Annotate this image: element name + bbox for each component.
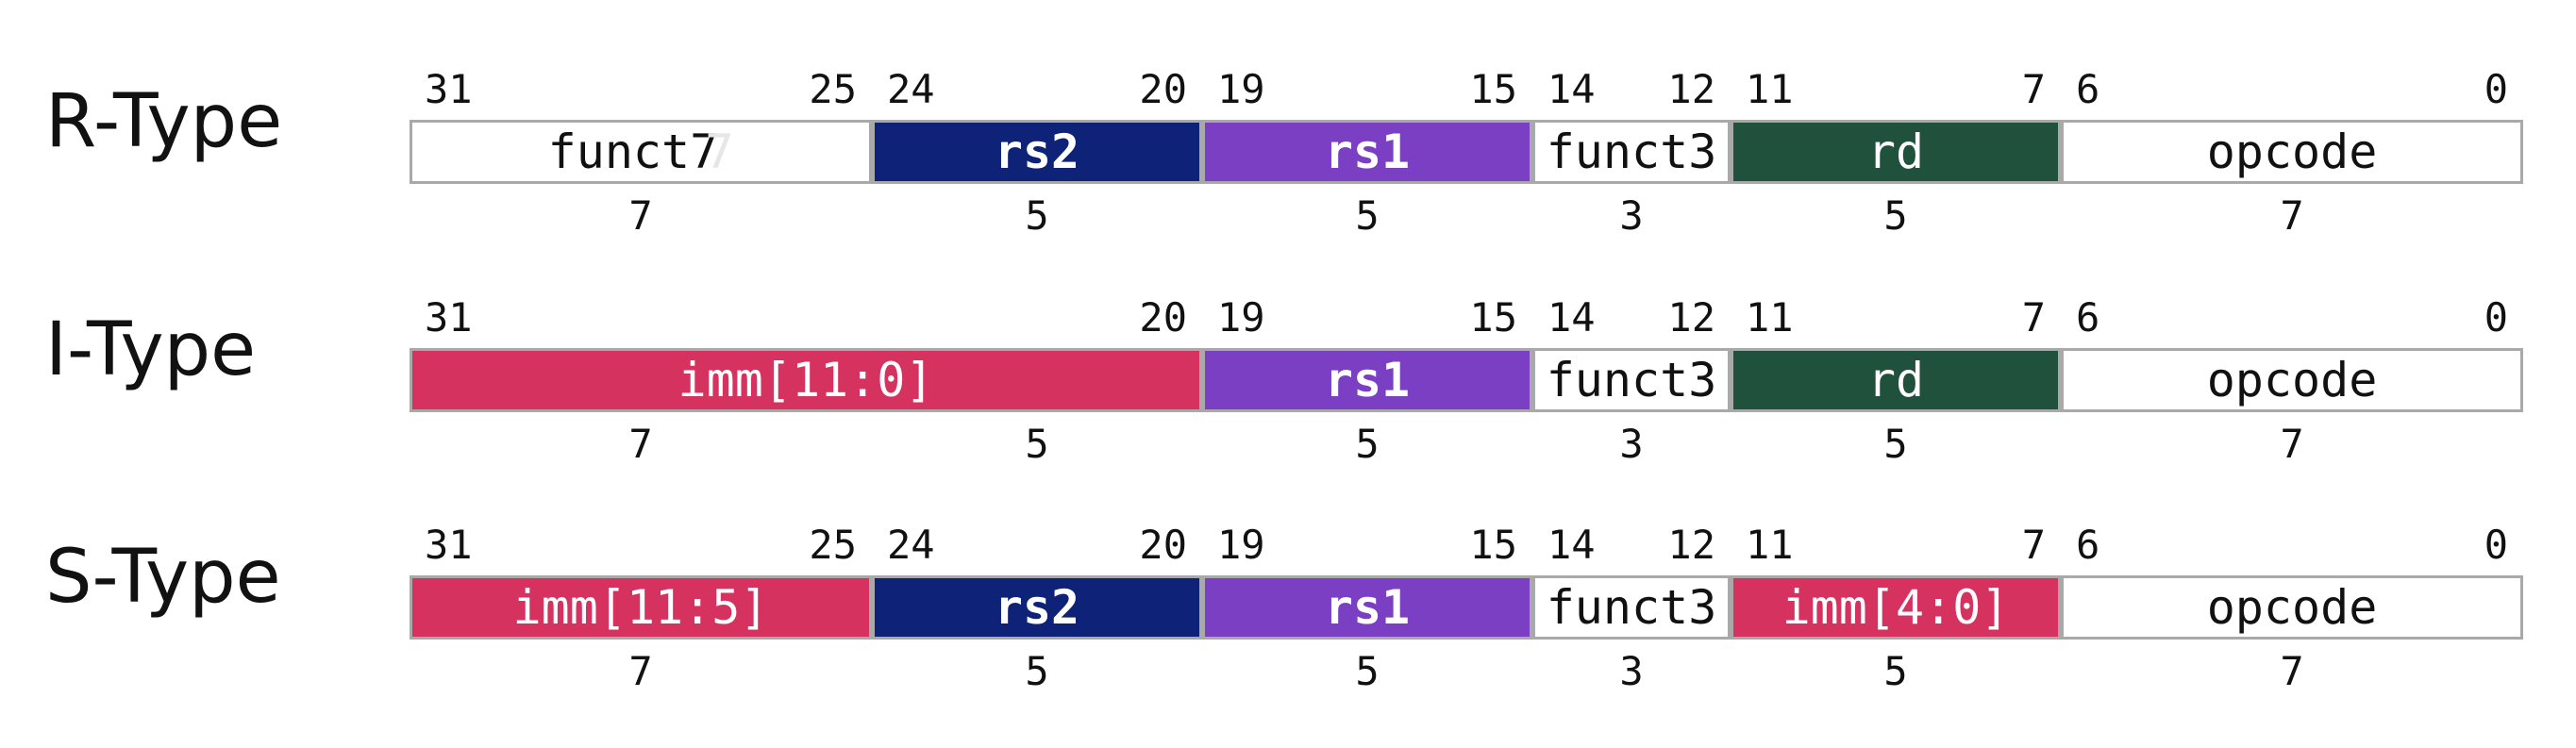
bit-index-label: 7: [2021, 294, 2046, 341]
field-imm-11-0: imm[11:0]: [410, 348, 1202, 412]
bit-index-label: 11: [1746, 66, 1794, 112]
field-rs2: rs2: [872, 120, 1202, 184]
bit-index-label: 25: [809, 522, 857, 568]
bit-index-label: 0: [2484, 294, 2508, 341]
field-width-label: 7: [628, 192, 653, 239]
format-type-label: S-Type: [45, 535, 281, 620]
bit-index-label: 15: [1469, 66, 1517, 112]
bit-index-label: 11: [1746, 522, 1794, 568]
field-rs1: rs1: [1202, 575, 1532, 640]
bit-index-label: 19: [1217, 66, 1265, 112]
instruction-bitfield-bar: imm[11:5] rs2 rs1 funct3 imm[4:0] opcode: [410, 575, 2523, 640]
field-width-label: 5: [1025, 648, 1049, 694]
bit-index-label: 15: [1469, 294, 1517, 341]
bit-index-label: 14: [1547, 66, 1596, 112]
field-label: rs1: [1324, 580, 1411, 635]
field-label: opcode: [2206, 125, 2378, 179]
bit-index-label: 12: [1667, 66, 1715, 112]
field-label: funct3: [1546, 125, 1717, 179]
field-rd: rd: [1731, 348, 2061, 412]
field-width-label: 5: [1883, 192, 1908, 239]
field-rs1: rs1: [1202, 120, 1532, 184]
bit-index-label: 7: [2021, 66, 2046, 112]
bit-index-label: 12: [1667, 522, 1715, 568]
bit-index-label: 20: [1139, 294, 1187, 341]
field-label: funct3: [1546, 580, 1717, 635]
field-opcode: opcode: [2061, 348, 2523, 412]
field-width-label: 7: [2280, 648, 2304, 694]
field-label: funct3: [1546, 353, 1717, 407]
format-type-label: I-Type: [45, 308, 257, 392]
bit-index-label: 0: [2484, 66, 2508, 112]
field-opcode: opcode: [2061, 575, 2523, 640]
bit-index-label: 31: [425, 66, 473, 112]
field-label: rd: [1866, 125, 1925, 179]
field-label: rs1: [1324, 353, 1411, 407]
bit-index-label: 31: [425, 522, 473, 568]
field-width-label: 5: [1025, 421, 1049, 467]
field-label: funct7: [547, 125, 719, 179]
bit-index-label: 24: [887, 522, 935, 568]
bit-index-label: 14: [1547, 522, 1596, 568]
bit-index-label: 0: [2484, 522, 2508, 568]
field-ghost-text: 7: [705, 125, 734, 179]
bit-index-label: 31: [425, 294, 473, 341]
bit-index-label: 6: [2076, 522, 2100, 568]
field-label: rd: [1866, 353, 1925, 407]
format-type-label: R-Type: [45, 79, 283, 164]
field-width-label: 7: [2280, 421, 2304, 467]
field-width-label: 7: [628, 421, 653, 467]
field-width-label: 3: [1619, 421, 1644, 467]
field-rs2: rs2: [872, 575, 1202, 640]
bit-index-label: 7: [2021, 522, 2046, 568]
field-width-label: 5: [1355, 648, 1380, 694]
field-width-label: 5: [1025, 192, 1049, 239]
field-label: imm[11:5]: [512, 580, 769, 635]
field-opcode: opcode: [2061, 120, 2523, 184]
bit-index-label: 25: [809, 66, 857, 112]
field-label: imm[11:0]: [677, 353, 934, 407]
field-width-label: 7: [2280, 192, 2304, 239]
field-width-label: 5: [1883, 421, 1908, 467]
bit-index-label: 15: [1469, 522, 1517, 568]
field-width-label: 3: [1619, 192, 1644, 239]
bit-index-label: 20: [1139, 66, 1187, 112]
bit-index-label: 24: [887, 66, 935, 112]
field-funct3: funct3: [1532, 120, 1731, 184]
bit-index-label: 20: [1139, 522, 1187, 568]
field-width-label: 5: [1355, 421, 1380, 467]
instruction-bitfield-bar: imm[11:0] rs1 funct3 rd opcode: [410, 348, 2523, 412]
field-width-label: 3: [1619, 648, 1644, 694]
field-width-label: 7: [628, 648, 653, 694]
field-label: opcode: [2206, 353, 2378, 407]
bit-index-label: 11: [1746, 294, 1794, 341]
field-label: opcode: [2206, 580, 2378, 635]
bit-index-label: 19: [1217, 294, 1265, 341]
bit-index-label: 6: [2076, 66, 2100, 112]
field-label: imm[4:0]: [1781, 580, 2010, 635]
field-imm-4-0: imm[4:0]: [1731, 575, 2061, 640]
field-funct3: funct3: [1532, 348, 1731, 412]
field-rd: rd: [1731, 120, 2061, 184]
field-funct3: funct3: [1532, 575, 1731, 640]
field-width-label: 5: [1883, 648, 1908, 694]
bit-index-label: 14: [1547, 294, 1596, 341]
field-rs1: rs1: [1202, 348, 1532, 412]
bit-index-label: 19: [1217, 522, 1265, 568]
field-label: rs2: [994, 125, 1080, 179]
field-label: rs1: [1324, 125, 1411, 179]
bit-index-label: 6: [2076, 294, 2100, 341]
bit-index-label: 12: [1667, 294, 1715, 341]
field-label: rs2: [994, 580, 1080, 635]
field-width-label: 5: [1355, 192, 1380, 239]
field-imm-11-5: imm[11:5]: [410, 575, 872, 640]
